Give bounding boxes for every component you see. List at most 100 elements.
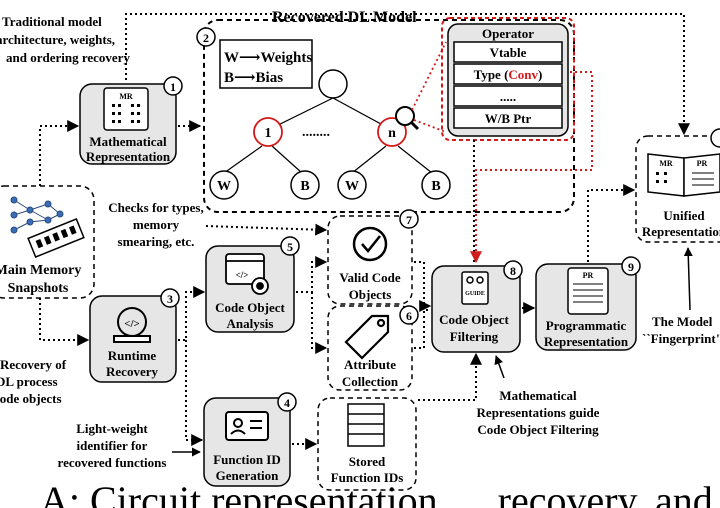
svg-text:Representation: Representation: [642, 224, 720, 239]
zoom-line-top: [411, 41, 447, 111]
svg-text:Code Object: Code Object: [439, 312, 509, 327]
mr-pr-book-icon: MR PR: [647, 153, 720, 197]
svg-text:W: W: [217, 179, 231, 194]
svg-text:1: 1: [265, 126, 272, 141]
solid-arrows: [172, 247, 693, 457]
svg-text:memory: memory: [133, 217, 180, 232]
neural-network-icon: [10, 196, 64, 234]
svg-text:recovered functions: recovered functions: [58, 455, 167, 470]
svg-text:The Model: The Model: [652, 314, 713, 329]
recovery-of-label: Recovery of DL process code objects: [0, 357, 67, 406]
svg-text:DL process: DL process: [0, 374, 58, 389]
svg-text:Mathematical: Mathematical: [89, 134, 167, 149]
svg-text:Generation: Generation: [216, 468, 280, 483]
svg-text:PR: PR: [583, 271, 594, 280]
main-memory-label: Main Memory: [0, 263, 81, 278]
svg-text:smearing, etc.: smearing, etc.: [118, 234, 195, 249]
svg-text:Objects: Objects: [349, 287, 392, 302]
svg-text:MR: MR: [119, 92, 133, 101]
weights-bias-legend: [219, 39, 313, 89]
tree-ellipsis: ........: [302, 125, 330, 140]
svg-text:code objects: code objects: [0, 391, 62, 406]
svg-text:9: 9: [628, 260, 634, 274]
svg-text:Function IDs: Function IDs: [331, 470, 404, 485]
fingerprint-label: The Model ``Fingerprint": [642, 314, 720, 346]
svg-text:8: 8: [510, 264, 516, 278]
zoom-line-bottom: [413, 119, 447, 133]
svg-text:Light-weight: Light-weight: [76, 421, 148, 436]
svg-text:Code Object: Code Object: [215, 300, 285, 315]
svg-text:Operator: Operator: [482, 26, 534, 41]
tree-leaves: W B W B: [209, 170, 451, 200]
svg-text:Mathematical: Mathematical: [499, 388, 577, 403]
svg-text:Vtable: Vtable: [490, 45, 527, 60]
svg-text:W⟶Weights: W⟶Weights: [224, 50, 312, 66]
svg-text:identifier for: identifier for: [77, 438, 148, 453]
svg-text:B⟶Bias: B⟶Bias: [224, 70, 283, 86]
svg-text:Valid Code: Valid Code: [339, 270, 401, 285]
svg-text:PR: PR: [697, 159, 708, 168]
figure-caption: A: Circuit representation, ... recovery,…: [40, 478, 720, 508]
guide-book-icon: GUIDE: [461, 271, 489, 305]
svg-text:3: 3: [167, 292, 173, 306]
svg-text:4: 4: [284, 396, 290, 410]
operator-rows: Vtable Type (Conv) ..... W/B Ptr: [453, 41, 563, 129]
svg-text:Unified: Unified: [663, 208, 705, 223]
pr-scroll-icon: PR: [567, 267, 609, 315]
step-8-box: [431, 265, 521, 353]
svg-text:.....: .....: [500, 89, 516, 104]
checkmark-icon: [352, 226, 388, 262]
operator-highlight: [441, 17, 575, 141]
svg-text:</>: </>: [236, 270, 249, 280]
svg-text:n: n: [388, 126, 396, 141]
svg-text:Traditional model: Traditional model: [2, 14, 102, 29]
tag-icon: [344, 314, 390, 360]
svg-text:</>: </>: [124, 318, 140, 330]
svg-text:``Fingerprint": ``Fingerprint": [642, 331, 720, 346]
svg-text:Representation: Representation: [544, 334, 629, 349]
svg-text:2: 2: [203, 31, 209, 45]
svg-text:MR: MR: [659, 159, 673, 168]
svg-text:Function ID: Function ID: [213, 452, 281, 467]
tree-root-node: [318, 69, 348, 99]
memory-chip-icon: [27, 218, 85, 258]
svg-text:Representation: Representation: [86, 149, 171, 164]
operator-to-filter-connector: [470, 71, 593, 264]
svg-text:6: 6: [406, 309, 412, 323]
stored-ids-label: Stored: [349, 454, 386, 469]
step-6-box: [327, 305, 413, 391]
svg-text:5: 5: [287, 240, 293, 254]
tree-node-n: [377, 117, 407, 147]
svg-text:1: 1: [170, 80, 176, 94]
mr-book-icon: MR: [103, 87, 149, 131]
svg-text:Code Object Filtering: Code Object Filtering: [477, 422, 599, 437]
connectors: [39, 13, 690, 450]
svg-text:Attribute: Attribute: [344, 357, 396, 372]
lightweight-label: Light-weight identifier for recovered fu…: [58, 421, 167, 470]
tree-node-1: [253, 117, 283, 147]
svg-text:Type (Conv): Type (Conv): [474, 67, 543, 82]
svg-text:W: W: [345, 179, 359, 194]
svg-text:and ordering recovery: and ordering recovery: [6, 50, 130, 65]
svg-text:Checks for types,: Checks for types,: [108, 200, 203, 215]
svg-text:Representations guide: Representations guide: [477, 405, 600, 420]
step-2-number: [196, 27, 216, 47]
svg-text:Recovery: Recovery: [106, 364, 158, 379]
math-guide-label: Mathematical Representations guide Code …: [477, 388, 600, 437]
svg-text:architecture, weights,: architecture, weights,: [0, 32, 115, 47]
laptop-code-icon: </>: [113, 307, 151, 343]
svg-text:Collection: Collection: [342, 374, 399, 389]
svg-text:Filtering: Filtering: [450, 329, 499, 344]
checks-label: Checks for types, memory smearing, etc.: [108, 200, 203, 249]
svg-text:W/B Ptr: W/B Ptr: [485, 111, 532, 126]
svg-text:Runtime: Runtime: [108, 348, 157, 363]
database-icon: [347, 403, 385, 447]
svg-text:B: B: [431, 179, 440, 194]
svg-text:GUIDE: GUIDE: [465, 291, 485, 297]
recovered-model-title: Recovered DL Model: [272, 9, 417, 26]
svg-text:Analysis: Analysis: [227, 316, 274, 331]
svg-text:7: 7: [406, 213, 412, 227]
code-window-gear-icon: </>: [225, 253, 269, 295]
svg-text:B: B: [300, 179, 309, 194]
